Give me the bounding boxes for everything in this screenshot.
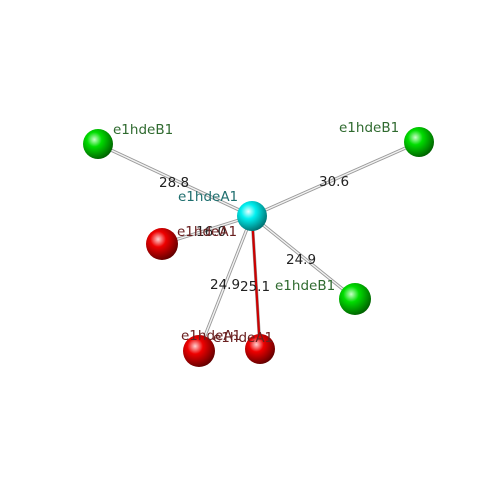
- cyan-sphere-center: [237, 201, 267, 231]
- red-sphere-r3: [245, 334, 275, 364]
- distance-label-r3: 25.1: [240, 279, 270, 295]
- green-sphere-g1: [83, 129, 113, 159]
- red-sphere-r2: [183, 335, 215, 367]
- green-sphere-g2: [404, 127, 434, 157]
- red-sphere-r1: [146, 228, 178, 260]
- node-label-g1: e1hdeB1: [113, 122, 173, 138]
- bond-r2: [197, 214, 254, 353]
- distance-label-r1: 16.0: [196, 224, 226, 240]
- node-label-r1: e1hdeA1: [177, 224, 237, 240]
- distance-label-r2: 24.9: [210, 277, 240, 293]
- node-label-g2: e1hdeB1: [339, 120, 399, 136]
- bond-g2: [250, 140, 421, 218]
- distance-label-g2: 30.6: [319, 174, 349, 190]
- node-layer: [83, 127, 434, 367]
- distance-label-g1: 28.8: [159, 175, 189, 191]
- node-label-r3: e1hdeA1: [213, 330, 273, 346]
- node-label-r2: e1hdeA1: [181, 328, 241, 344]
- bond-layer: [96, 140, 421, 353]
- node-label-center: e1hdeA1: [178, 189, 238, 205]
- node-label-g3: e1hdeB1: [275, 278, 335, 294]
- green-sphere-g3: [339, 283, 371, 315]
- bond-g3: [250, 214, 357, 301]
- bond-r3: [250, 214, 262, 351]
- distance-label-g3: 24.9: [286, 252, 316, 268]
- bond-g1: [96, 142, 254, 218]
